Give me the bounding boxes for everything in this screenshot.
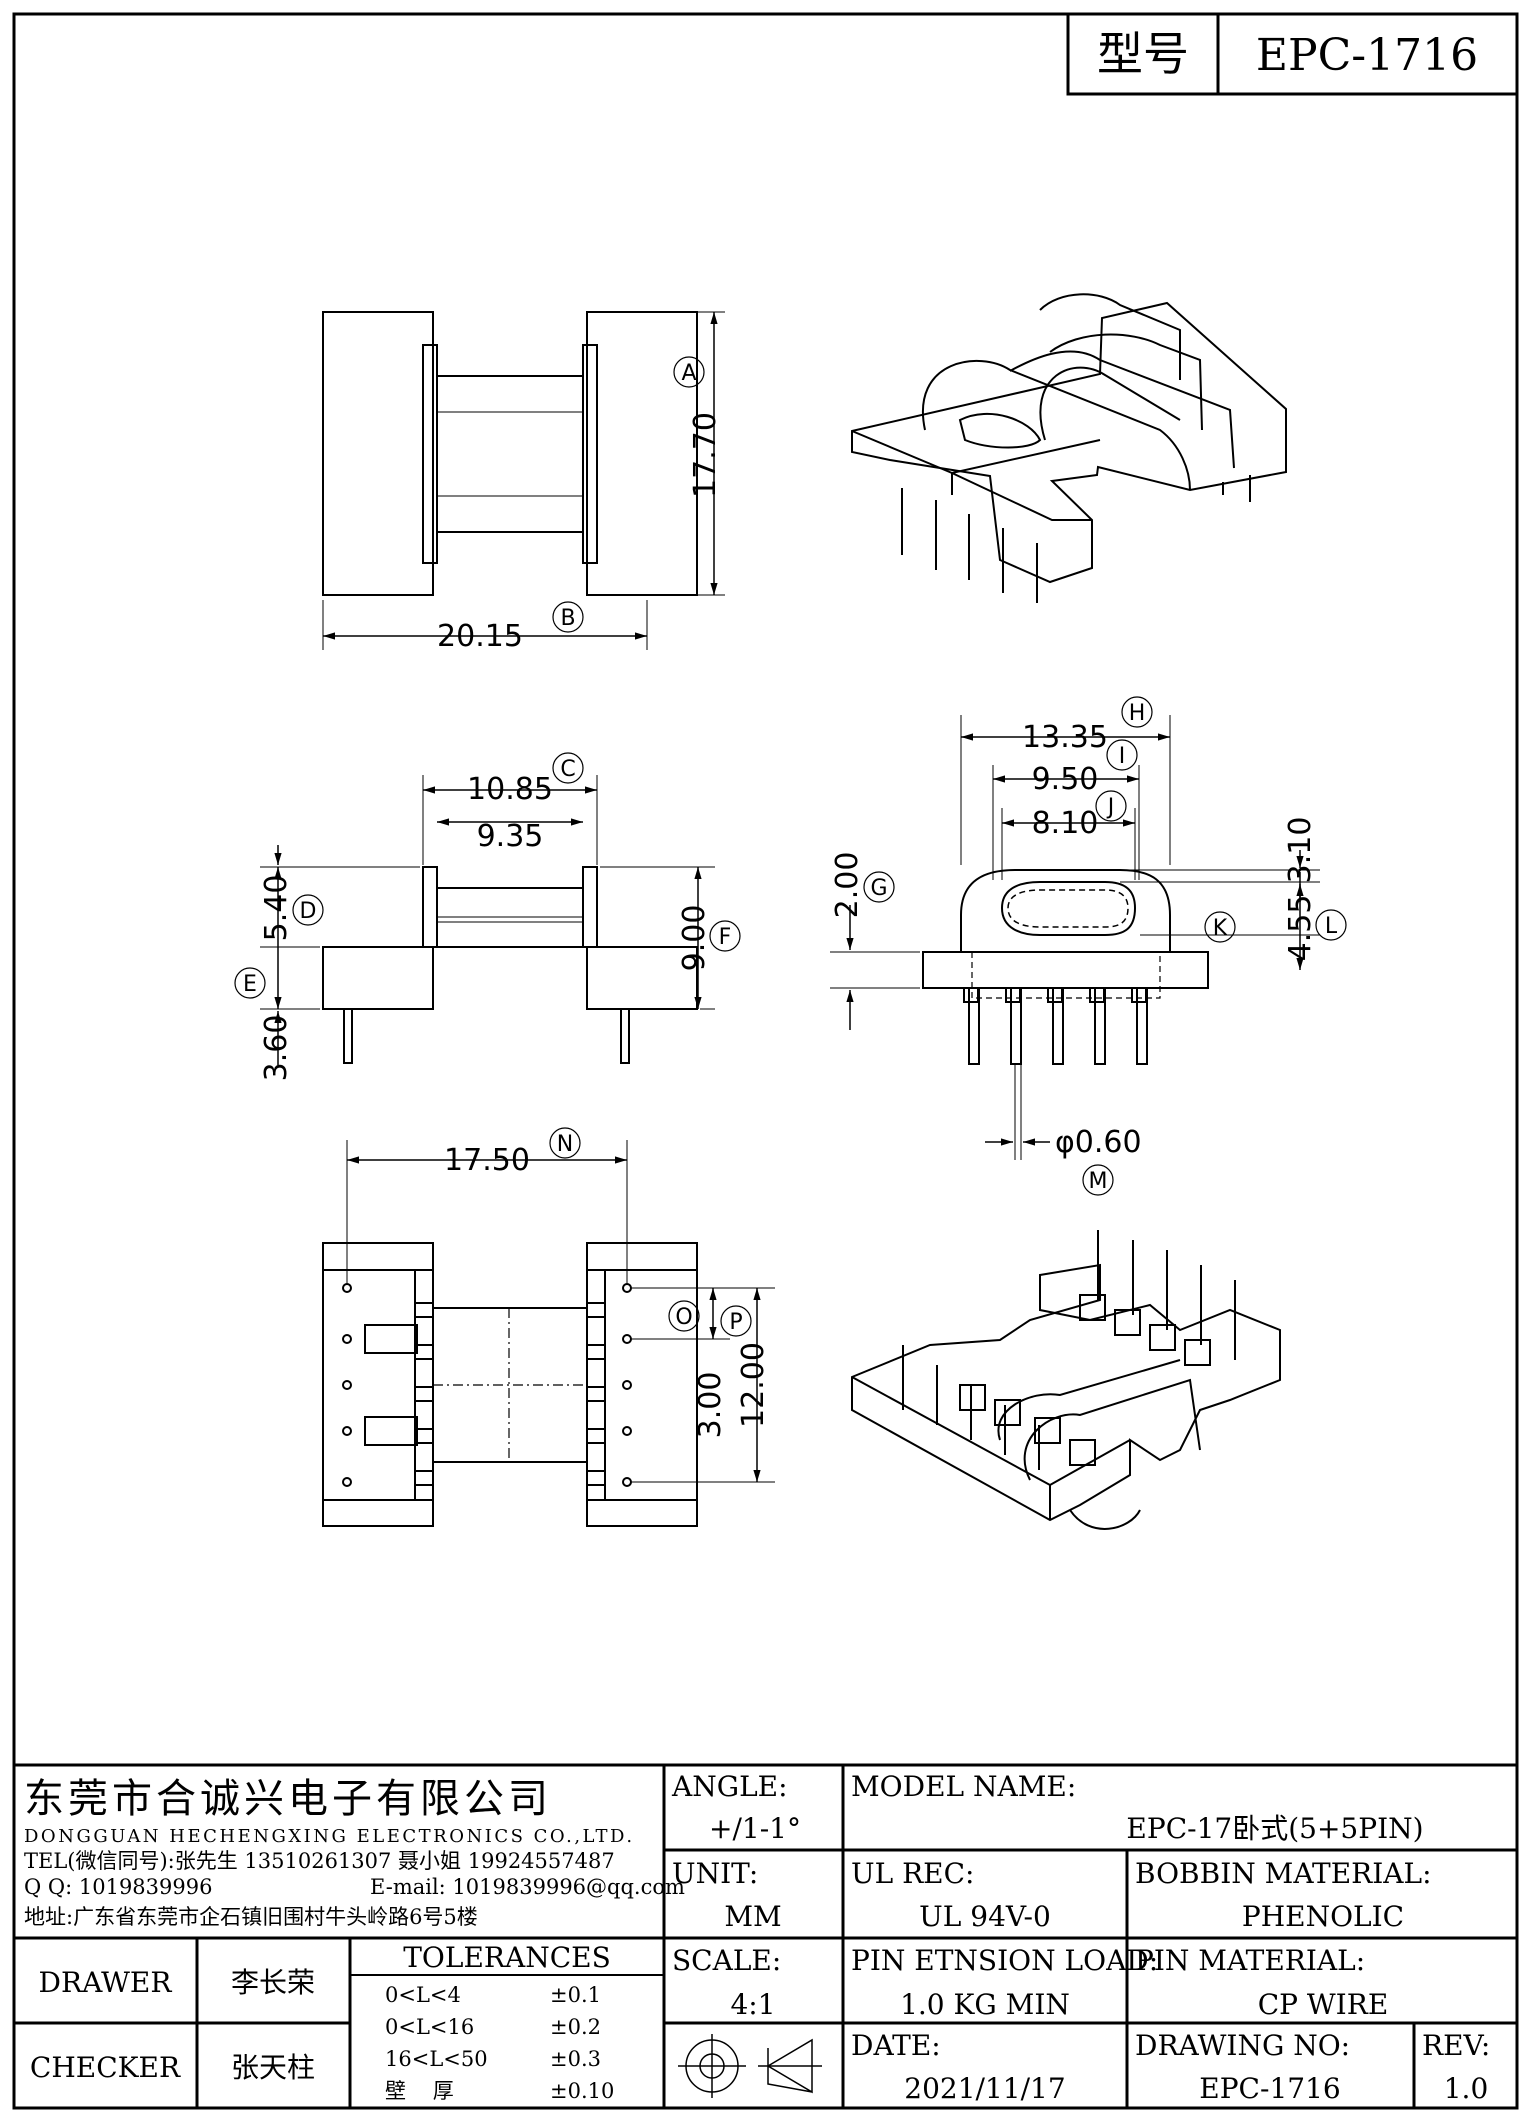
tolerances-label: TOLERANCES	[403, 1941, 611, 1974]
tolerance-value: ±0.1	[550, 1983, 601, 2007]
tolerance-value: ±0.10	[550, 2079, 614, 2103]
isometric-view-top	[851, 293, 1287, 603]
side-view	[830, 715, 1320, 1160]
dim-m: φ0.60	[1055, 1125, 1142, 1160]
unit-value: MM	[724, 1900, 781, 1933]
dimension-labels: 17.70 20.15 10.85 9.35 5.40 3.60 9.00 2.…	[259, 412, 1318, 1438]
bobbin-value: PHENOLIC	[1242, 1900, 1404, 1933]
date-value: 2021/11/17	[904, 2072, 1065, 2105]
callout-h: H	[1129, 701, 1146, 726]
dim-h: 13.35	[1022, 720, 1108, 755]
sheet-border	[12, 12, 1519, 2110]
callout-i: I	[1119, 744, 1126, 769]
callout-g: G	[870, 876, 887, 901]
callout-l: L	[1325, 914, 1338, 939]
company-name-en: DONGGUAN HECHENGXING ELECTRONICS CO.,LTD…	[24, 1826, 635, 1847]
bottom-view	[322, 1140, 775, 1527]
dim-f: 9.00	[677, 905, 712, 972]
company-address: 地址:广东省东莞市企石镇旧围村牛头岭路6号5楼	[24, 1905, 478, 1929]
callout-e: E	[243, 972, 257, 997]
callout-k: K	[1213, 916, 1228, 941]
model-name-label: MODEL NAME:	[851, 1770, 1076, 1803]
pin-load-value: 1.0 KG MIN	[900, 1988, 1070, 2021]
dim-n: 17.50	[444, 1143, 530, 1178]
model-box: 型号 EPC-1716	[1066, 12, 1519, 96]
rev-label: REV:	[1422, 2029, 1490, 2062]
drawing-no-value: EPC-1716	[1199, 2072, 1340, 2105]
dim-p: 12.00	[736, 1342, 771, 1428]
company-email: E-mail: 1019839996@qq.com	[370, 1875, 685, 1899]
ul-value: UL 94V-0	[919, 1900, 1051, 1933]
isometric-view-bottom	[851, 1230, 1281, 1530]
checker-value: 张天柱	[231, 2051, 315, 2084]
dim-a: 17.70	[688, 412, 723, 498]
dim-i: 9.50	[1032, 762, 1099, 797]
projection-symbol	[678, 2034, 822, 2098]
callout-o: O	[675, 1305, 692, 1330]
bobbin-label: BOBBIN MATERIAL:	[1135, 1857, 1432, 1890]
scale-label: SCALE:	[672, 1944, 781, 1977]
drawer-label: DRAWER	[39, 1966, 173, 1999]
tolerance-range: 壁 厚	[385, 2079, 454, 2103]
dim-d: 5.40	[259, 875, 294, 942]
callout-j: J	[1106, 795, 1115, 820]
model-value: EPC-1716	[1256, 30, 1478, 81]
angle-label: ANGLE:	[671, 1770, 788, 1803]
callouts	[234, 356, 1347, 1337]
pin-material-value: CP WIRE	[1258, 1988, 1389, 2021]
callout-d: D	[300, 899, 317, 924]
callout-p: P	[729, 1310, 742, 1335]
dim-k: 3.10	[1283, 817, 1318, 884]
drawer-value: 李长荣	[231, 1966, 315, 1999]
company-name-cn: 东莞市合诚兴电子有限公司	[24, 1776, 552, 1822]
title-block-grid	[14, 1763, 1517, 2108]
callout-c: C	[560, 757, 575, 782]
rev-value: 1.0	[1444, 2072, 1489, 2105]
model-label: 型号	[1097, 27, 1189, 81]
tolerance-value: ±0.3	[550, 2047, 601, 2071]
callout-f: F	[719, 925, 732, 950]
dim-c: 10.85	[467, 772, 553, 807]
company-tel: TEL(微信同号):张先生 13510261307 聂小姐 1992455748…	[24, 1849, 615, 1873]
callout-b: B	[560, 606, 575, 631]
checker-label: CHECKER	[30, 2051, 181, 2084]
dim-j: 8.10	[1032, 806, 1099, 841]
dim-b: 20.15	[437, 619, 523, 654]
callout-a: A	[681, 361, 696, 386]
angle-value: +/1-1°	[709, 1812, 801, 1845]
date-label: DATE:	[851, 2029, 941, 2062]
top-view	[322, 311, 725, 650]
pin-load-label: PIN ETNSION LOAD:	[851, 1944, 1158, 1977]
company-qq: Q Q: 1019839996	[24, 1875, 212, 1899]
callout-m: M	[1089, 1169, 1108, 1194]
front-view	[260, 775, 715, 1065]
dim-e: 3.60	[259, 1015, 294, 1082]
title-block: ANGLE: +/1-1° MODEL NAME: EPC-17卧式(5+5PI…	[30, 1770, 1490, 2105]
callout-n: N	[557, 1132, 573, 1157]
dim-o: 3.00	[693, 1372, 728, 1439]
tolerance-range: 0<L<4	[385, 1983, 461, 2007]
tolerance-range: 16<L<50	[385, 2047, 488, 2071]
dim-l: 4.55	[1283, 895, 1318, 962]
dim-g: 2.00	[830, 852, 865, 919]
pin-material-label: PIN MATERIAL:	[1135, 1944, 1365, 1977]
company-block: 东莞市合诚兴电子有限公司 DONGGUAN HECHENGXING ELECTR…	[24, 1776, 685, 1929]
tolerance-range: 0<L<16	[385, 2015, 474, 2039]
scale-value: 4:1	[730, 1988, 775, 2021]
callout-letters: A B C D E F G H I J K L M N O P	[243, 361, 1338, 1335]
drawing-no-label: DRAWING NO:	[1135, 2029, 1350, 2062]
model-name-value: EPC-17卧式(5+5PIN)	[1126, 1812, 1423, 1845]
ul-label: UL REC:	[851, 1857, 974, 1890]
unit-label: UNIT:	[672, 1857, 758, 1890]
dim-c-inner: 9.35	[477, 819, 544, 854]
tolerance-value: ±0.2	[550, 2015, 601, 2039]
